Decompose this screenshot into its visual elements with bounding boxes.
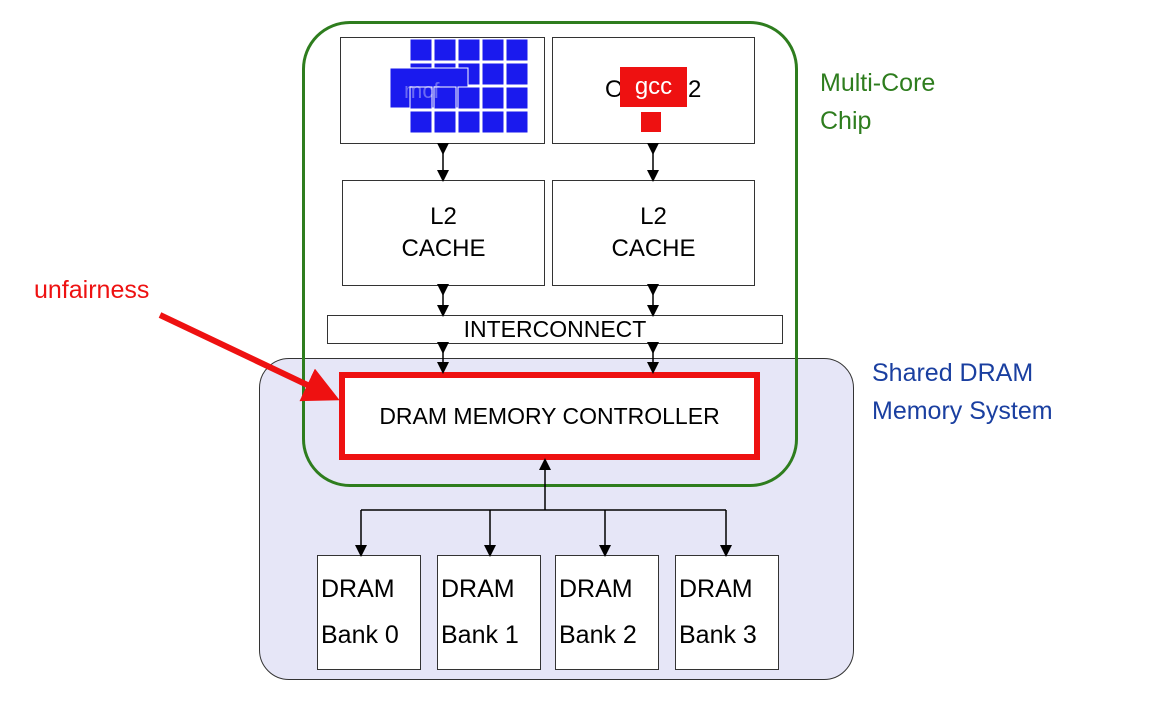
mcf-grid-svg: [390, 38, 529, 134]
core-2-suffix-label: 2: [688, 76, 702, 103]
gcc-label: gcc: [634, 73, 673, 100]
l2-cache-2-label: L2 CACHE: [611, 203, 696, 262]
core-2-partial-label: O: [605, 76, 624, 103]
dram-bank-0: DRAM Bank 0: [317, 555, 421, 670]
l2-cache-1-label: L2 CACHE: [401, 203, 486, 262]
interconnect-bar: INTERCONNECT: [327, 315, 783, 344]
mcf-blue-blocks: mcf: [390, 38, 540, 142]
l2-cache-1: L2 CACHE: [342, 180, 545, 286]
gcc-small-block: [640, 111, 662, 133]
multi-core-chip-label: Multi-Core Chip: [820, 69, 936, 135]
multi-core-chip-boundary: [302, 21, 798, 487]
dram-bank-1: DRAM Bank 1: [437, 555, 541, 670]
unfairness-arrow: [158, 312, 340, 402]
dram-memory-controller: DRAM MEMORY CONTROLLER: [339, 372, 760, 460]
dram-bank-3: DRAM Bank 3: [675, 555, 779, 670]
l2-cache-2: L2 CACHE: [552, 180, 755, 286]
gcc-block: gcc: [620, 67, 687, 107]
interconnect-label: INTERCONNECT: [463, 316, 647, 342]
dram-bank-2-label: DRAM Bank 2: [559, 575, 637, 649]
dram-bank-3-label: DRAM Bank 3: [679, 575, 757, 649]
memory-controller-label: DRAM MEMORY CONTROLLER: [379, 402, 720, 429]
dram-bank-0-label: DRAM Bank 0: [321, 575, 399, 649]
shared-dram-label: Shared DRAM Memory System: [872, 359, 1053, 425]
dram-bank-2: DRAM Bank 2: [555, 555, 659, 670]
dram-bank-1-label: DRAM Bank 1: [441, 575, 519, 649]
mcf-label: mcf: [404, 78, 440, 103]
unfairness-label: unfairness: [34, 276, 150, 304]
